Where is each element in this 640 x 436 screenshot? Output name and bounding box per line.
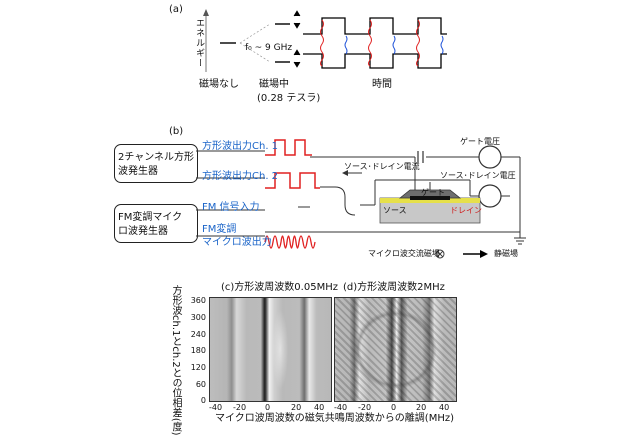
- y-tick: 60: [195, 380, 206, 389]
- fm-input-label: FM 信号入力: [202, 202, 260, 213]
- x-tick: 40: [439, 403, 450, 412]
- panel-a-label: (a): [169, 4, 183, 15]
- circuit-wiring: [264, 139, 526, 259]
- panel-d-title: (d)方形波周波数2MHz: [343, 282, 445, 293]
- x-tick: 0: [265, 403, 271, 412]
- mw-field-label: マイクロ波交流磁場: [368, 249, 440, 258]
- x-tick: -40: [209, 403, 223, 412]
- x-tick: 40: [314, 403, 325, 412]
- x-axis-label: マイクロ波周波数の磁気共鳴周波数からの離調(MHz): [215, 413, 454, 424]
- x-tick: -40: [334, 403, 348, 412]
- y-tick: 300: [190, 313, 206, 322]
- panel-c-title: (c)方形波周波数0.05MHz: [221, 282, 338, 293]
- time-label: 時間: [372, 79, 392, 90]
- energy-axis-label: エネルギー: [194, 18, 204, 68]
- fm-mod-label: FM変調: [202, 224, 237, 235]
- panel-b-label: (b): [169, 126, 184, 137]
- sd-voltage-label: ソース･ドレイン電圧: [440, 171, 516, 180]
- y-tick: 360: [190, 296, 206, 305]
- two-channel-generator-line2: 波発生器: [118, 166, 158, 177]
- two-channel-generator-line1: 2チャンネル方形: [118, 152, 195, 163]
- plot-d-image: [334, 297, 457, 402]
- ch2-label: 方形波出力Ch. 2: [202, 171, 279, 182]
- gate-voltage-label: ゲート電圧: [460, 137, 500, 146]
- energy-level-diagram: [203, 9, 447, 72]
- y-axis-label: 方形波ch.1とch.2との位相差(度): [170, 285, 181, 436]
- x-tick: 0: [391, 403, 397, 412]
- in-field-label: 磁場中: [259, 79, 289, 90]
- fm-microwave-generator-line2: ロ波発生器: [118, 226, 168, 237]
- gate-label: ゲート: [421, 188, 445, 197]
- generator-connectors: [196, 150, 265, 237]
- fm-microwave-generator: FM変調マイク ロ波発生器: [114, 204, 198, 243]
- microwave-output-label: マイクロ波出力: [202, 237, 272, 248]
- y-tick: 240: [190, 330, 206, 339]
- ch1-label: 方形波出力Ch. 1: [202, 141, 279, 152]
- no-field-label: 磁場なし: [199, 79, 239, 90]
- static-field-label: 静磁場: [494, 249, 518, 258]
- fm-microwave-generator-line1: FM変調マイク: [118, 212, 183, 223]
- y-tick: 120: [190, 363, 206, 372]
- drain-label: ドレイン: [450, 206, 482, 215]
- plot-c-image: [209, 297, 332, 402]
- y-tick: 180: [190, 346, 206, 355]
- x-tick: 20: [416, 403, 427, 412]
- source-label: ソース: [383, 206, 407, 215]
- x-tick: -20: [358, 403, 372, 412]
- field-value-label: (0.28 テスラ): [257, 93, 321, 104]
- frequency-label: f₀ ~ 9 GHz: [245, 43, 293, 53]
- x-tick: 20: [291, 403, 302, 412]
- y-tick: 0: [200, 396, 206, 405]
- x-tick: -20: [233, 403, 247, 412]
- two-channel-generator: 2チャンネル方形 波発生器: [114, 144, 198, 183]
- y-tick-labels: 360 300 240 180 120 60 0: [188, 296, 206, 406]
- sd-current-label: ソース･ドレイン電流: [344, 162, 420, 171]
